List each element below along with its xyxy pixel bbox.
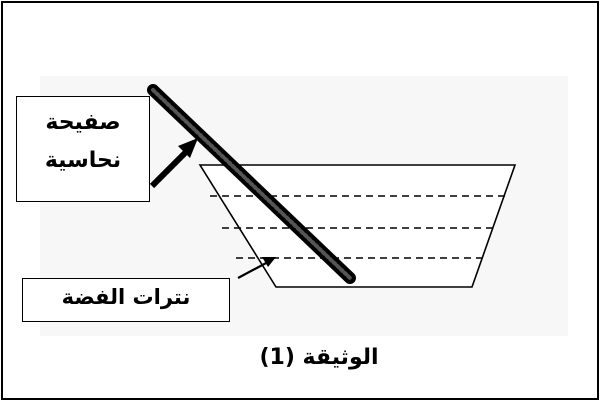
copper-plate-arrowhead	[178, 138, 198, 158]
silver-nitrate-label-box	[22, 278, 230, 322]
copper-plate-label-line2: نحاسية	[44, 148, 122, 173]
copper-plate-arrow	[149, 145, 193, 189]
silver-nitrate-arrowhead	[262, 257, 276, 267]
copper-plate-label-box	[16, 96, 150, 202]
document-caption: الوثيقة (1)	[259, 345, 379, 370]
silver-nitrate-arrow	[237, 261, 269, 279]
copper-plate-highlight	[151, 88, 352, 280]
silver-nitrate-label: نترات الفضة	[61, 285, 191, 309]
beaker-outline	[198, 164, 517, 288]
copper-plate-label-line1: صفيحة	[45, 110, 121, 135]
